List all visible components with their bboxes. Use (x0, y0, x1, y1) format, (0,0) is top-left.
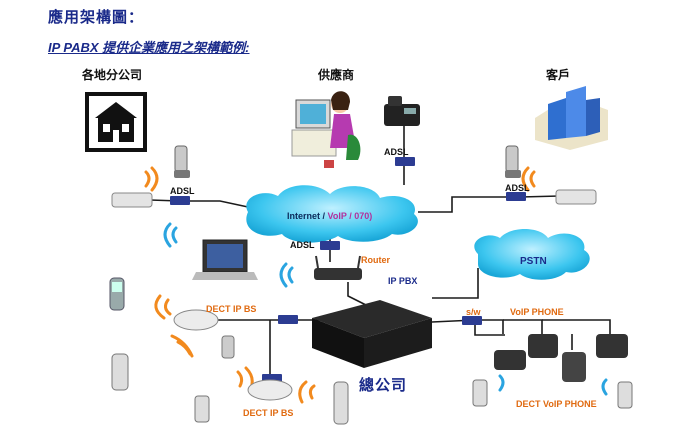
adsl-label-router: ADSL (290, 240, 315, 250)
adsl-label-customer: ADSL (505, 183, 530, 193)
desk-phone-icon (384, 96, 420, 126)
ip-pbx-box-icon (312, 300, 432, 368)
page-title: 應用架構圖： (48, 9, 145, 26)
page-subtitle: IP PABX 提供企業應用之架構範例: (48, 40, 250, 55)
dect-bs-lower-label: DECT IP BS (243, 408, 294, 418)
switch-label: s/w (466, 307, 481, 317)
building-icon (535, 86, 608, 150)
dect-bs-upper-label: DECT IP BS (206, 304, 257, 314)
headquarters-label: 總公司 (359, 377, 408, 394)
desk-phone-icon (494, 334, 628, 382)
ip-pbx-label: IP PBX (388, 276, 418, 286)
adsl-label-supplier: ADSL (384, 147, 409, 157)
adsl-connectors (170, 157, 526, 383)
dect-base-station-icon (173, 309, 293, 401)
connection-lines (149, 125, 611, 382)
internet-label: Internet / (287, 211, 328, 221)
mobile-phone-icon (109, 277, 633, 425)
customer-label: 客戶 (546, 68, 571, 82)
router-label: Router (361, 255, 390, 265)
cordless-phone-icon (174, 145, 521, 178)
voip-phone-label: VoIP PHONE (510, 307, 564, 317)
wifi-wave-icon (163, 222, 608, 396)
person-computer-icon (291, 91, 361, 168)
voip-label: VoIP / 070) (327, 211, 373, 221)
adsl-modem-icon (111, 189, 597, 208)
internet-cloud (246, 185, 418, 243)
laptop-icon (192, 239, 258, 280)
dect-voip-phone-label: DECT VoIP PHONE (516, 399, 597, 409)
router-icon (314, 255, 362, 280)
house-icon (85, 92, 147, 152)
adsl-label-branch: ADSL (170, 186, 195, 196)
internet-cloud-label: Internet / VoIP / 070) (287, 211, 372, 221)
supplier-label: 供應商 (318, 68, 355, 82)
pstn-cloud (474, 229, 590, 280)
branch-label: 各地分公司 (82, 68, 143, 82)
pstn-label: PSTN (520, 256, 547, 267)
